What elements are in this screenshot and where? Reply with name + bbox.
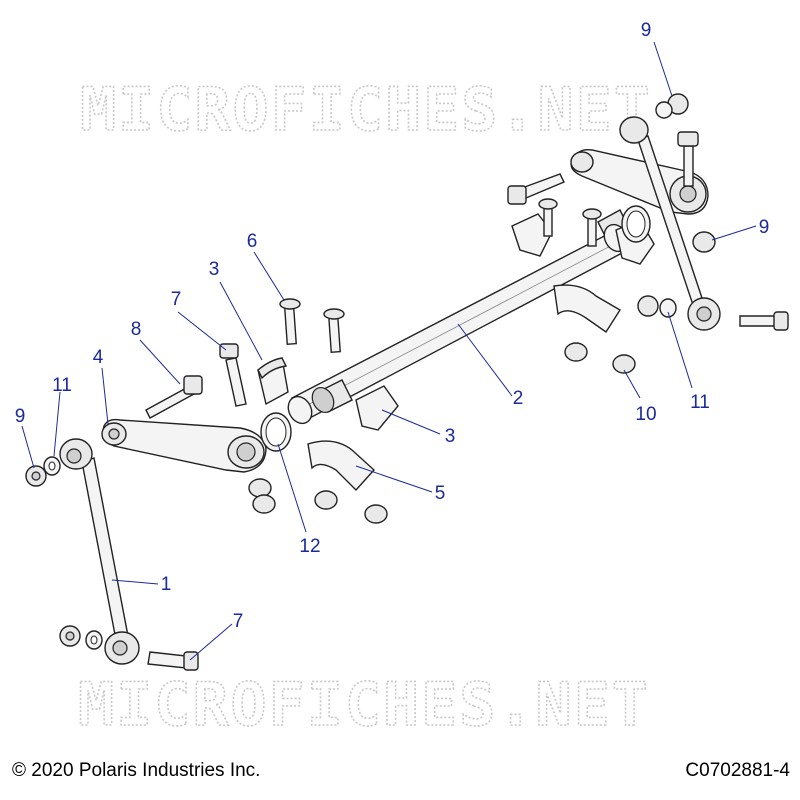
carriage-bolt-right-b bbox=[582, 208, 602, 247]
nut-left-bottom bbox=[59, 625, 81, 647]
callout-8: 8 bbox=[131, 319, 142, 340]
right-stabilizer-arm bbox=[570, 149, 709, 215]
callout-10: 10 bbox=[635, 404, 656, 425]
flange-bolt-upper-right bbox=[507, 173, 565, 205]
flange-bolt-right bbox=[739, 311, 789, 331]
flange-bolt-upright bbox=[219, 343, 247, 407]
flange-bolt-long bbox=[145, 375, 203, 419]
callout-2: 2 bbox=[513, 388, 524, 409]
callout-9-right: 9 bbox=[759, 217, 770, 238]
carriage-bolt-left bbox=[279, 298, 301, 345]
nut-left-top bbox=[25, 465, 47, 487]
diagram-reference-number: C0702881-4 bbox=[685, 760, 790, 781]
callout-7-upper: 7 bbox=[171, 289, 182, 310]
center-bushing bbox=[355, 385, 399, 431]
left-stabilizer-arm bbox=[101, 418, 267, 473]
callout-1: 1 bbox=[161, 574, 172, 595]
left-stabilizer-link bbox=[59, 438, 140, 665]
washer-left-top bbox=[43, 456, 61, 476]
callout-4: 4 bbox=[93, 347, 104, 368]
left-bushing bbox=[257, 356, 289, 406]
right-clamp bbox=[553, 284, 621, 333]
callout-5: 5 bbox=[435, 483, 446, 504]
callout-6: 6 bbox=[247, 231, 258, 252]
carriage-bolt-right-a bbox=[538, 198, 558, 237]
callout-3-lower: 3 bbox=[445, 426, 456, 447]
carriage-bolt-center bbox=[323, 308, 345, 353]
flange-bolt-lower bbox=[147, 651, 199, 671]
washer-left-bottom bbox=[85, 630, 103, 650]
callout-12: 12 bbox=[299, 536, 320, 557]
callout-3-upper: 3 bbox=[209, 259, 220, 280]
callout-7-lower: 7 bbox=[233, 611, 244, 632]
watermark-top: MICROFICHES.NET bbox=[80, 75, 652, 145]
callout-11-left: 11 bbox=[52, 375, 72, 396]
washer-right bbox=[637, 295, 677, 318]
callout-9-top: 9 bbox=[641, 20, 652, 41]
right-bushing-upper bbox=[511, 213, 553, 257]
nut-right-mid bbox=[692, 231, 716, 253]
flange-nuts bbox=[248, 342, 636, 524]
nut-right-top bbox=[655, 93, 689, 119]
flange-bolt-vertical-right bbox=[677, 131, 699, 187]
callout-9-left: 9 bbox=[15, 406, 26, 427]
copyright-notice: © 2020 Polaris Industries Inc. bbox=[12, 760, 261, 781]
right-stabilizer-link bbox=[619, 116, 721, 331]
callout-11-right: 11 bbox=[690, 392, 710, 413]
left-clamp bbox=[307, 440, 375, 492]
watermark-bottom: MICROFICHES.NET bbox=[78, 670, 650, 740]
